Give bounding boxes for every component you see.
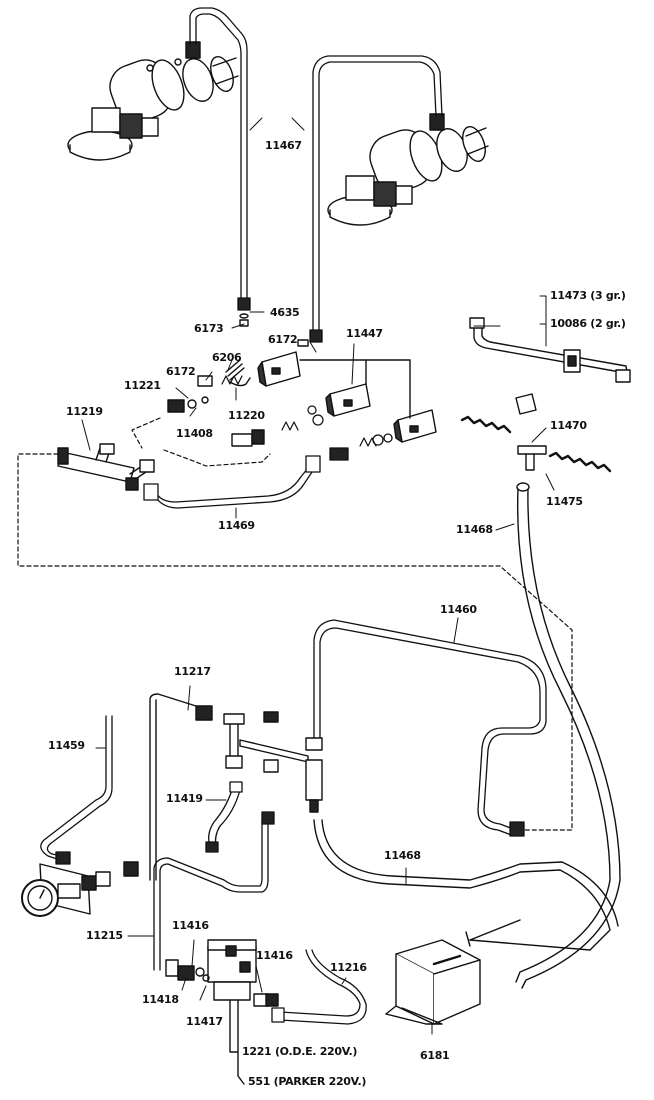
- tube-11469: [143, 433, 393, 509]
- pressure-gauge: [21, 861, 139, 917]
- part-label-11219: 11219: [66, 405, 103, 418]
- part-label-4635: 4635: [270, 306, 300, 319]
- part-label-6172-upper: 6172: [268, 333, 298, 346]
- part-label-11468-lower: 11468: [384, 849, 421, 862]
- part-label-11417: 11417: [186, 1015, 223, 1028]
- box-6181: [385, 939, 481, 1025]
- part-label-11408: 11408: [176, 427, 213, 440]
- part-label-11469: 11469: [218, 519, 255, 532]
- part-label-11416-left: 11416: [172, 919, 209, 932]
- tube-11215: [153, 811, 275, 971]
- part-label-11459: 11459: [48, 739, 85, 752]
- part-label-11418: 11418: [142, 993, 179, 1006]
- part-label-11220: 11220: [228, 409, 265, 422]
- tube-11460: [313, 619, 547, 837]
- solenoid-blocks-11447: [257, 351, 437, 443]
- upper-group-valve-left: [67, 41, 239, 161]
- part-label-6181: 6181: [420, 1049, 450, 1062]
- manifold-11217: [149, 693, 323, 881]
- solenoid-valve: [165, 939, 279, 1085]
- part-label-10086: 10086 (2 gr.): [550, 317, 626, 330]
- part-label-6173: 6173: [194, 322, 224, 335]
- tube-11467: [189, 7, 443, 343]
- part-label-11416-right: 11416: [256, 949, 293, 962]
- part-label-11460: 11460: [440, 603, 477, 616]
- tube-11419: [205, 781, 243, 853]
- part-label-6206: 6206: [212, 351, 242, 364]
- hose-11470: [460, 393, 612, 473]
- part-label-1221: 1221 (O.D.E. 220V.): [242, 1045, 358, 1058]
- part-label-11216: 11216: [330, 961, 367, 974]
- dashed-guides: [17, 417, 573, 831]
- crossbar-11473: [469, 317, 631, 383]
- part-label-11217: 11217: [174, 665, 211, 678]
- part-label-11215: 11215: [86, 929, 123, 942]
- part-label-11447: 11447: [346, 327, 383, 340]
- part-label-551: 551 (PARKER 220V.): [248, 1075, 367, 1088]
- part-label-11419: 11419: [166, 792, 203, 805]
- tube-11216: [271, 949, 367, 1025]
- upper-group-valve-right: [327, 113, 489, 226]
- part-label-11468-upper: 11468: [456, 523, 493, 536]
- part-label-6172-lower: 6172: [166, 365, 196, 378]
- part-label-11467: 11467: [265, 139, 302, 152]
- fittings-center: [167, 313, 309, 413]
- part-label-11475: 11475: [546, 495, 583, 508]
- distributor-11219: [57, 429, 265, 491]
- leader-lines: [81, 117, 555, 1035]
- tube-11459: [40, 715, 113, 865]
- part-label-11470: 11470: [550, 419, 587, 432]
- part-label-11221: 11221: [124, 379, 161, 392]
- hose-11468: [313, 482, 621, 989]
- part-label-11473: 11473 (3 gr.): [550, 289, 626, 302]
